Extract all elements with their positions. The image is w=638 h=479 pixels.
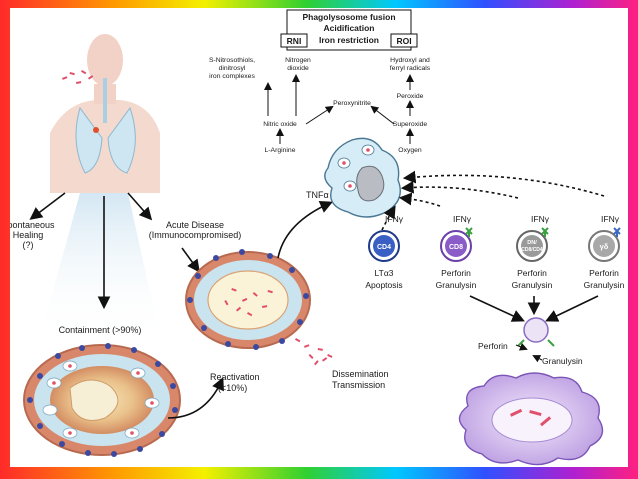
- tnf-alpha-label: TNFα: [306, 190, 329, 200]
- arrow-no-to-peroxynitrite: [305, 105, 334, 125]
- rni-label: RNI: [287, 36, 302, 46]
- signal-dn: [400, 180, 519, 199]
- t-cell-dn: IFNγ DN/ CD8/CD4 Perforin Granulysin: [512, 214, 553, 290]
- signal-cd8: [398, 192, 441, 207]
- t-cell-cd4: IFNγ CD4 LTα3 Apoptosis: [365, 214, 403, 290]
- perforin-label: Perforin: [589, 268, 619, 278]
- arrow-superoxide-to-peroxynitrite: [370, 105, 395, 125]
- tuberculosis-immunity-diagram: Spontaneous Healing (?) Acute Disease (I…: [10, 9, 625, 466]
- arrow-reactivation: [167, 377, 224, 419]
- signal-cd4: [381, 205, 396, 231]
- t-cell-cd8: IFNγ CD8 Perforin Granulysin: [436, 214, 477, 290]
- oxygen-text: Oxygen: [398, 147, 422, 154]
- hydroxyl-text: Hydroxyl and: [390, 57, 430, 64]
- ifn-gamma-label: IFNγ: [385, 214, 404, 224]
- peroxynitrite-text: Peroxynitrite: [333, 100, 371, 107]
- cd8-cd4-label: CD8/CD4: [521, 247, 543, 253]
- ifn-gamma-label: IFNγ: [453, 214, 472, 224]
- dinitrosyl-text: dinitrosyl: [219, 65, 246, 72]
- l-arginine-text: L-Arginine: [265, 147, 296, 154]
- arrow-granulysin: [532, 355, 543, 363]
- nitric-oxide-text: Nitric oxide: [263, 121, 297, 128]
- reactivation-label: Reactivation: [210, 372, 260, 382]
- granulysin-label: Granulysin: [436, 280, 477, 290]
- arrow-perforin: [515, 343, 528, 351]
- receptor-icon: [465, 227, 473, 237]
- transmission-label: Transmission: [332, 380, 385, 390]
- ifn-gamma-label: IFNγ: [601, 214, 620, 224]
- active-granuloma: [185, 249, 311, 350]
- arrow-healing: [29, 192, 66, 220]
- receptor-icon: [541, 227, 549, 237]
- arrow-granuloma-to-macrophage: [277, 201, 333, 259]
- healing-question: (?): [23, 240, 34, 250]
- phagolysosome-fusion-text: Phagolysosome fusion: [302, 12, 395, 22]
- superoxide-text: Superoxide: [393, 121, 428, 128]
- iron-complexes-text: iron complexes: [209, 73, 255, 80]
- ifn-gamma-label: IFNγ: [531, 214, 550, 224]
- dissemination-label: Dissemination: [332, 369, 389, 379]
- infected-target-cell: [458, 372, 604, 466]
- t-cell-gamma-delta: IFNγ γδ Perforin Granulysin: [584, 214, 625, 290]
- gamma-delta-label: γδ: [600, 242, 609, 251]
- killer-cell-contact: [517, 317, 555, 347]
- acute-disease-label: Acute Disease: [166, 220, 224, 230]
- s-nitrosothiols-text: S-Nitrosothiols,: [209, 57, 255, 64]
- disseminating-bacilli: [295, 338, 333, 366]
- inhaled-bacilli: [62, 70, 94, 84]
- apoptosis-label: Apoptosis: [365, 280, 402, 290]
- signal-gd: [402, 170, 605, 197]
- lt-alpha-label: LTα3: [375, 268, 394, 278]
- reactivation-percent: (<10%): [218, 383, 247, 393]
- receptor-icon: [613, 227, 621, 237]
- immunocompromised-label: (Immunocompromised): [149, 230, 242, 240]
- granulysin-label: Granulysin: [584, 280, 625, 290]
- peroxide-text: Peroxide: [397, 93, 424, 100]
- containment-label: Containment (>90%): [59, 325, 142, 335]
- human-figure: [50, 34, 160, 193]
- phagolysosome-box: Phagolysosome fusion Acidification Iron …: [280, 9, 418, 51]
- cd8-label: CD8: [449, 244, 463, 251]
- arrow-cd8-to-killing: [469, 295, 525, 322]
- diagram-panel: Spontaneous Healing (?) Acute Disease (I…: [10, 8, 628, 467]
- cd4-label: CD4: [377, 244, 391, 251]
- dioxide-text: dioxide: [287, 65, 309, 72]
- spontaneous-label: Spontaneous: [10, 220, 55, 230]
- iron-restriction-text: Iron restriction: [319, 35, 379, 45]
- light-beam: [40, 193, 160, 338]
- contained-granuloma: [23, 343, 181, 457]
- nitrogen-text: Nitrogen: [285, 57, 311, 64]
- arrow-acute: [127, 192, 153, 221]
- perforin-label: Perforin: [517, 268, 547, 278]
- acidification-text: Acidification: [323, 23, 374, 33]
- infected-macrophage: [324, 137, 401, 218]
- perforin-killing-label: Perforin: [478, 341, 508, 351]
- granulysin-killing-label: Granulysin: [542, 356, 583, 366]
- healing-label: Healing: [13, 230, 44, 240]
- arrow-gd-to-killing: [545, 295, 599, 322]
- ferryl-radicals-text: ferryl radicals: [390, 65, 431, 72]
- granulysin-label: Granulysin: [512, 280, 553, 290]
- dn-label: DN/: [527, 240, 537, 246]
- arrow-to-active-granuloma: [181, 247, 200, 273]
- roi-label: ROI: [396, 36, 411, 46]
- perforin-label: Perforin: [441, 268, 471, 278]
